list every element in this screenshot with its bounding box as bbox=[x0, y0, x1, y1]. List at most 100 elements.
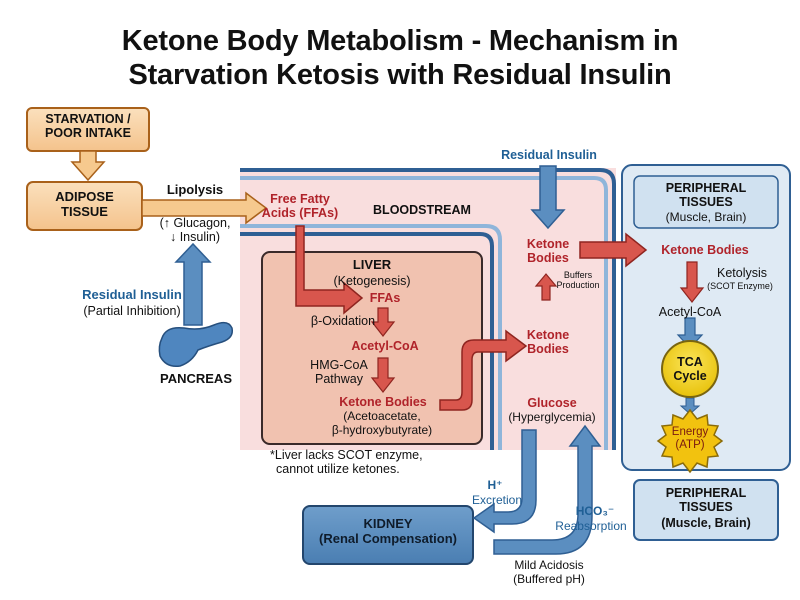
liver-hmg-line-1: HMG-CoA bbox=[310, 358, 368, 372]
adipose-line-2: TISSUE bbox=[61, 203, 108, 219]
liver-ketone-sub: (Acetoacetate, β-hydroxybutyrate) bbox=[312, 409, 452, 438]
arrow-liver-ffa-acetyl bbox=[370, 307, 396, 337]
arrow-blood-peripheral-ketones bbox=[579, 232, 648, 268]
residual-insulin-top-label: Residual Insulin bbox=[501, 148, 597, 162]
peripheral-ketone-bodies: Ketone Bodies bbox=[661, 243, 749, 257]
buffers-line-2: Production bbox=[556, 280, 600, 291]
liver-note-line-2: cannot utilize ketones. bbox=[276, 462, 400, 477]
glucose-subtitle: (Hyperglycemia) bbox=[508, 410, 596, 424]
blood-ketones-upper-line-1: Ketone bbox=[526, 237, 570, 251]
peripheral-acetyl-coa: Acetyl-CoA bbox=[658, 305, 722, 319]
buffers-line-1: Buffers bbox=[563, 270, 593, 280]
peripheral-bottom-subtitle: (Muscle, Brain) bbox=[661, 516, 751, 530]
energy-line-2: (ATP) bbox=[675, 439, 705, 452]
vessel-inner-wall bbox=[240, 224, 502, 450]
lipolysis-note: (↑ Glucagon, ↓ Insulin) bbox=[145, 216, 245, 245]
bloodstream-label: BLOODSTREAM bbox=[373, 203, 471, 217]
peripheral-bottom-line-2: TISSUES bbox=[679, 500, 733, 515]
blood-ketones-upper: Ketone Bodies bbox=[510, 237, 586, 266]
pancreas-label: PANCREAS bbox=[160, 371, 232, 386]
kidney-line-2: (Renal Compensation) bbox=[319, 530, 457, 546]
liver-ffas: FFAs bbox=[369, 291, 401, 305]
hco3-reabsorption-label: Reabsorption bbox=[555, 519, 627, 533]
liver-note-line-1: *Liver lacks SCOT enzyme, bbox=[270, 448, 423, 462]
tca-label: TCA Cycle bbox=[662, 355, 718, 384]
arrow-ffa-liver bbox=[295, 225, 364, 315]
residual-insulin-left-title: Residual Insulin bbox=[82, 287, 182, 302]
peripheral-panel-top bbox=[621, 164, 791, 471]
adipose-label: ADIPOSE TISSUE bbox=[27, 189, 142, 220]
starvation-label: STARVATION / POOR INTAKE bbox=[27, 112, 149, 141]
title-line-1: Ketone Body Metabolism - Mechanism in bbox=[121, 25, 679, 57]
arrow-liver-blood-ketones bbox=[439, 329, 528, 411]
kidney-box bbox=[302, 505, 474, 565]
liver-hmg-line-2: Pathway bbox=[315, 372, 363, 387]
tca-line-1: TCA bbox=[677, 355, 703, 369]
starvation-line-2: POOR INTAKE bbox=[45, 126, 131, 141]
blood-ketones-lower-line-1: Ketone bbox=[526, 328, 570, 342]
ffa-blood-label: Free Fatty Acids (FFAs) bbox=[250, 192, 350, 221]
lipolysis-line-2: ↓ Insulin) bbox=[169, 230, 221, 245]
peripheral-top-title: PERIPHERAL TISSUES bbox=[634, 181, 778, 210]
hco3-ion-label: HCO₃⁻ bbox=[575, 504, 615, 518]
liver-note: *Liver lacks SCOT enzyme, cannot utilize… bbox=[262, 448, 482, 477]
energy-label: Energy (ATP) bbox=[662, 426, 718, 452]
arrow-adipose-ffa bbox=[141, 191, 268, 225]
pancreas-icon bbox=[158, 321, 234, 368]
mild-acidosis-label: Mild Acidosis (Buffered pH) bbox=[494, 558, 604, 587]
vessel-inner-wall-outer bbox=[240, 232, 494, 450]
h-excretion-label: Excretion bbox=[471, 493, 523, 507]
glucose-title: Glucose bbox=[527, 396, 577, 410]
ketolysis-label: Ketolysis bbox=[716, 266, 768, 280]
peripheral-top-line-2: TISSUES bbox=[679, 195, 733, 210]
liver-ketone-sub-1: (Acetoacetate, bbox=[343, 409, 421, 423]
arrow-tca-energy bbox=[679, 397, 701, 415]
lipolysis-title: Lipolysis bbox=[166, 182, 224, 197]
liver-hmg-coa: HMG-CoA Pathway bbox=[297, 358, 381, 387]
arrow-residual-insulin-down bbox=[530, 165, 566, 230]
adipose-line-1: ADIPOSE bbox=[55, 189, 114, 204]
tca-line-2: Cycle bbox=[673, 369, 707, 384]
liver-beta-oxidation: β-Oxidation bbox=[310, 314, 376, 328]
arrow-starvation-adipose bbox=[70, 150, 106, 182]
arrow-buffers-up bbox=[534, 273, 558, 301]
starvation-line-1: STARVATION / bbox=[45, 112, 131, 126]
ffa-blood-line-2: Acids (FFAs) bbox=[261, 206, 339, 221]
blood-ketones-lower-line-2: Bodies bbox=[527, 342, 569, 357]
liver-ketone-bodies: Ketone Bodies bbox=[339, 395, 427, 409]
arrow-liver-acetyl-ketone bbox=[370, 357, 396, 393]
h-ion-label: H⁺ bbox=[487, 478, 503, 492]
blood-ketones-lower: Ketone Bodies bbox=[510, 328, 586, 357]
arrow-blood-kidney bbox=[472, 429, 537, 534]
peripheral-bottom-line-1: PERIPHERAL bbox=[665, 486, 747, 500]
kidney-label: KIDNEY (Renal Compensation) bbox=[303, 516, 473, 547]
title-line-2: Starvation Ketosis with Residual Insulin bbox=[128, 59, 672, 91]
liver-subtitle: (Ketogenesis) bbox=[333, 274, 411, 288]
arrow-pancreas-insulin bbox=[174, 242, 212, 326]
ffa-blood-line-1: Free Fatty bbox=[270, 192, 330, 206]
vessel-outer-wall-inner bbox=[240, 176, 608, 450]
arrow-kidney-blood bbox=[493, 424, 602, 555]
scot-enzyme-label: (SCOT Enzyme) bbox=[707, 281, 773, 291]
peripheral-title-box bbox=[633, 175, 779, 229]
acidosis-line-1: Mild Acidosis bbox=[514, 558, 584, 572]
tca-cycle-circle bbox=[661, 340, 719, 398]
peripheral-top-line-1: PERIPHERAL bbox=[665, 181, 747, 195]
energy-starburst bbox=[656, 408, 724, 474]
kidney-line-1: KIDNEY bbox=[363, 516, 413, 531]
peripheral-bottom-title: PERIPHERAL TISSUES bbox=[634, 486, 778, 515]
energy-line-1: Energy bbox=[671, 426, 709, 438]
lipolysis-line-1: (↑ Glucagon, bbox=[159, 216, 231, 230]
buffers-production: Buffers Production bbox=[550, 270, 606, 291]
liver-ketone-sub-2: β-hydroxybutyrate) bbox=[331, 422, 433, 437]
peripheral-bottom-box bbox=[633, 479, 779, 541]
acidosis-line-2: (Buffered pH) bbox=[513, 571, 585, 586]
residual-insulin-left-subtitle: (Partial Inhibition) bbox=[83, 304, 181, 318]
liver-acetyl-coa: Acetyl-CoA bbox=[351, 339, 419, 353]
vessel-outer-wall bbox=[240, 168, 616, 450]
peripheral-top-subtitle: (Muscle, Brain) bbox=[665, 210, 747, 224]
blood-ketones-upper-line-2: Bodies bbox=[527, 251, 569, 266]
liver-title: LIVER bbox=[352, 257, 392, 272]
